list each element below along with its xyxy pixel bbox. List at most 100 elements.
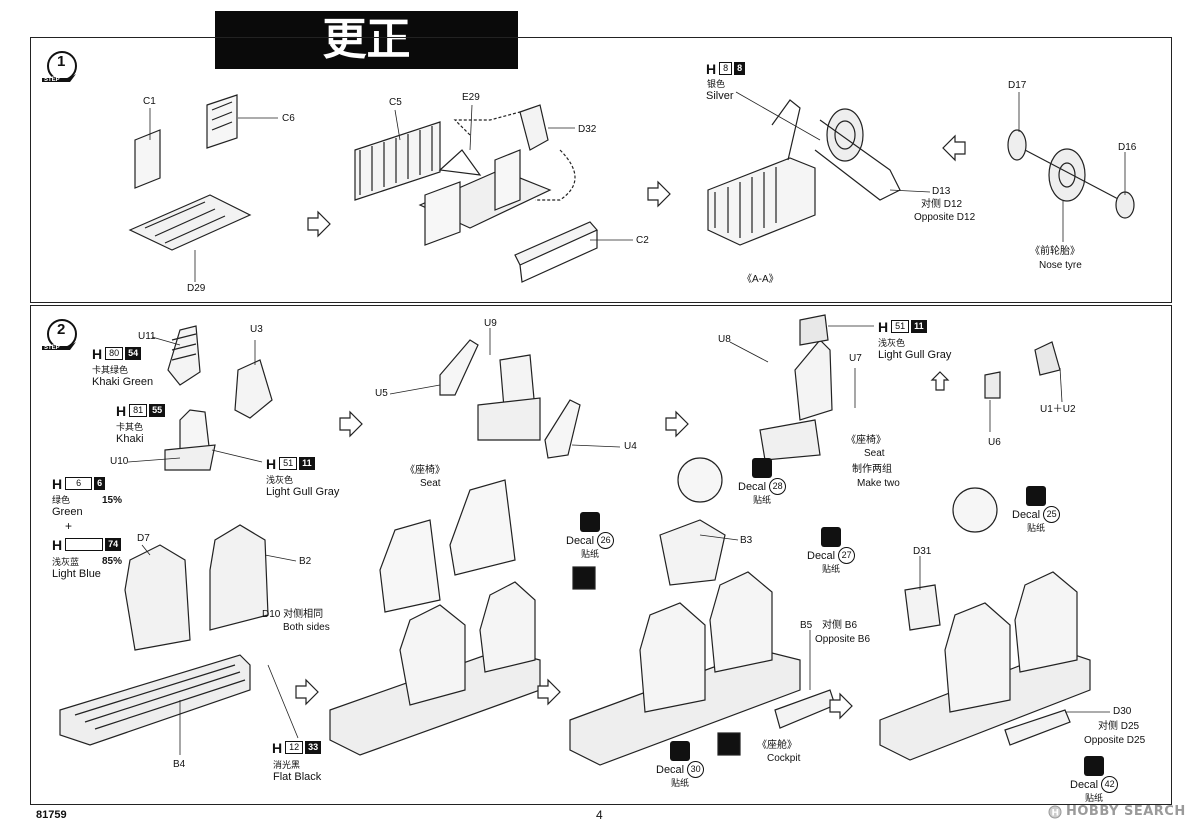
paint-h74-h: H [52, 536, 63, 553]
arrow-right-icon [665, 410, 689, 438]
part-b3: B3 [740, 535, 753, 546]
d10-en: Both sides [283, 622, 330, 633]
paint-h81-code: 81 [129, 404, 148, 417]
decal-30-number: 30 [687, 761, 705, 778]
part-u4: U4 [624, 441, 637, 452]
b6-en: Opposite B6 [815, 634, 871, 645]
paint-h80-code: 80 [105, 347, 124, 360]
decal-icon [821, 527, 842, 547]
arrow-up-icon [930, 371, 950, 391]
paint-h8-h: H [706, 60, 717, 77]
part-u3: U3 [250, 324, 263, 335]
decal-25-label: Decal [1012, 508, 1041, 521]
step2-badge-icon [42, 319, 77, 350]
part-d17: D17 [1008, 80, 1027, 91]
part-c1: C1 [143, 96, 156, 107]
decal-25-cn: 贴纸 [1027, 523, 1046, 533]
paint-h74-en: Light Blue [52, 568, 101, 580]
decal-30-cn: 贴纸 [671, 778, 690, 788]
d10-cn: D10 对侧相同 [262, 609, 324, 620]
decal-42-label: Decal [1070, 778, 1099, 791]
step1-number: 1 [57, 53, 66, 70]
paint-h8-code2: 8 [734, 62, 746, 75]
part-d31: D31 [913, 546, 932, 557]
decal-icon [670, 741, 691, 761]
svg-text:H: H [1052, 808, 1060, 818]
paint-h51-a: H 51 11 [266, 455, 315, 472]
paint-h81-h: H [116, 402, 127, 419]
cockpit-cn: 《座舱》 [757, 740, 797, 751]
paint-h12-en: Flat Black [273, 771, 322, 783]
decal-icon [580, 512, 601, 532]
watermark: H HOBBY SEARCH [1048, 804, 1186, 819]
paint-h80-code2: 54 [125, 347, 142, 360]
part-c2: C2 [636, 235, 649, 246]
paint-h51-b: H 51 11 [878, 319, 927, 335]
paint-h74: H 74 [52, 536, 122, 553]
paint-h51b-en: Light Gull Gray [878, 349, 952, 361]
paint-h51a-h: H [266, 455, 277, 472]
d12-cn: 对侧 D12 [921, 199, 963, 210]
arrow-right-icon [295, 678, 319, 706]
paint-h51a-cn: 浅灰色 [266, 475, 294, 485]
decal-30-label: Decal [656, 763, 685, 776]
decal-icon [752, 458, 773, 478]
paint-h6-en: Green [52, 506, 83, 518]
paint-h80-cn: 卡其绿色 [92, 365, 129, 375]
arrow-right-icon [339, 410, 363, 438]
part-d13: D13 [932, 186, 951, 197]
arrow-right-icon [307, 210, 331, 238]
arrow-left-icon [942, 134, 966, 162]
arrow-right-icon [537, 678, 561, 706]
d12-en: Opposite D12 [914, 212, 976, 223]
part-u7: U7 [849, 353, 862, 364]
paint-h12-cn: 消光黑 [273, 760, 301, 770]
part-u10: U10 [110, 456, 129, 467]
make-two-en: Make two [857, 478, 900, 489]
paint-h81: H 81 55 [116, 402, 166, 419]
decal-25-number: 25 [1043, 506, 1061, 523]
decal-26-cn: 贴纸 [581, 549, 600, 559]
paint-h51a-code2: 11 [299, 457, 315, 470]
paint-h6-cn: 绿色 [52, 495, 71, 505]
part-e29: E29 [462, 92, 480, 103]
step2-text: STEP [44, 345, 60, 351]
paint-h51b-cn: 浅灰色 [878, 338, 906, 348]
part-c5: C5 [389, 97, 402, 108]
make-two-cn: 制作两组 [852, 464, 892, 475]
decal-26-label: Decal [566, 534, 595, 547]
paint-h81-en: Khaki [116, 433, 144, 445]
part-u8: U8 [718, 334, 731, 345]
kit-code: 81759 [36, 809, 67, 821]
step2-badge: 2 STEP [40, 316, 80, 356]
decal-28-cn: 贴纸 [753, 495, 772, 505]
paint-h81-cn: 卡其色 [116, 422, 144, 432]
part-u9: U9 [484, 318, 497, 329]
paint-h80: H 80 54 [92, 345, 142, 362]
b6-cn: 对侧 B6 [822, 620, 858, 631]
part-d7: D7 [137, 533, 150, 544]
decal-28-number: 28 [769, 478, 787, 495]
decal-27-cn: 贴纸 [822, 564, 841, 574]
part-d29: D29 [187, 283, 206, 294]
part-b5: B5 [800, 620, 813, 631]
step1-panel [30, 37, 1172, 303]
step2-number: 2 [57, 321, 66, 338]
paint-h6-code2: 6 [94, 477, 106, 490]
paint-h74-code [65, 538, 104, 551]
decal-27-label: Decal [807, 549, 836, 562]
arrow-right-icon [829, 692, 853, 720]
part-b4: B4 [173, 759, 186, 770]
paint-h51a-code: 51 [279, 457, 298, 470]
paint-h12: H 12 33 [272, 740, 322, 756]
paint-h80-h: H [92, 345, 103, 362]
decal-42-number: 42 [1101, 776, 1119, 793]
watermark-text: HOBBY SEARCH [1066, 804, 1186, 819]
paint-h74-code2: 74 [105, 538, 122, 551]
paint-h8-cn: 银色 [707, 79, 726, 89]
